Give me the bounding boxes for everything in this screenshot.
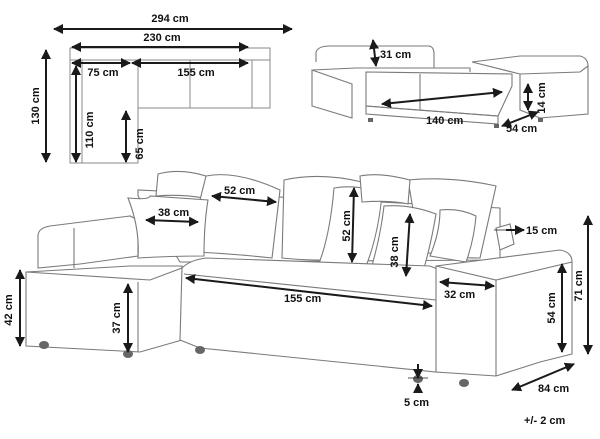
bed-left-arm (311, 69, 353, 119)
label-chaise-width: 75 cm (87, 67, 118, 79)
label-seat-width-front: 155 cm (284, 293, 322, 305)
label-total-depth: 130 cm (30, 87, 42, 125)
dim-line-cushion-large-width (211, 191, 277, 207)
label-arm-depth: 32 cm (444, 289, 475, 301)
cushion-scatter-1 (127, 195, 209, 259)
dim-line-bed-depth (501, 110, 539, 128)
bed-back-right-join (448, 67, 471, 72)
dim-line-bed-length (381, 87, 503, 109)
top-view-plan (69, 47, 271, 164)
dim-line-back-height (369, 39, 380, 67)
label-seat-height: 37 cm (111, 302, 123, 333)
cushion-scatter-4 (429, 209, 477, 263)
label-back-width: 230 cm (143, 32, 181, 44)
tolerance-note: +/- 2 cm (524, 415, 565, 427)
label-chaise-seat-depth: 110 cm (84, 111, 96, 148)
chaise-seat-top-edge (25, 267, 183, 281)
dim-line-cushion-large-height (347, 187, 359, 263)
dim-line-cushion-small-width (145, 215, 199, 227)
chaise-backrest (37, 215, 139, 269)
label-total-width: 294 cm (151, 13, 189, 25)
bed-right-arm-top (519, 65, 589, 75)
label-seat-depth-front: 54 cm (546, 292, 558, 323)
label-cushion-large-height: 52 cm (341, 210, 353, 241)
label-back-height: 31 cm (380, 49, 411, 61)
label-arm-width: 15 cm (526, 225, 557, 237)
label-cushion-small-height: 38 cm (389, 236, 401, 267)
label-total-depth-front: 84 cm (538, 383, 569, 395)
bed-mattress-top (365, 71, 513, 117)
label-chaise-height: 42 cm (3, 294, 15, 325)
foot-3 (195, 346, 205, 354)
foot-5 (459, 379, 469, 387)
bed-foot-2 (494, 124, 499, 128)
label-total-height: 71 cm (573, 270, 585, 301)
foot-1 (39, 341, 49, 349)
plan-outline (69, 47, 271, 164)
label-bed-length: 140 cm (426, 115, 464, 127)
bed-foot-1 (368, 118, 373, 122)
label-cushion-small-width: 38 cm (158, 207, 189, 219)
label-leg-height: 5 cm (404, 397, 429, 409)
label-bed-depth: 54 cm (506, 123, 537, 135)
bed-foot-3 (538, 118, 543, 122)
bed-seat-top (311, 67, 448, 71)
dim-line-total-depth-front (511, 362, 575, 392)
label-cushion-large-width: 52 cm (224, 185, 255, 197)
label-bed-height: 14 cm (536, 82, 548, 113)
dim-line-arm-depth (439, 277, 495, 291)
main-seat (179, 257, 441, 373)
dim-line-cushion-small-height (401, 213, 415, 277)
cushion-back-1 (155, 170, 207, 199)
front-view-sofa (25, 170, 573, 387)
label-seat-width-top: 155 cm (177, 67, 215, 79)
label-seat-depth-top: 65 cm (134, 128, 146, 159)
chaise-seat (25, 265, 183, 353)
dim-line-seat-width-front (185, 274, 433, 310)
cushion-scatter-5 (359, 174, 411, 205)
bed-right-arm (471, 55, 589, 119)
